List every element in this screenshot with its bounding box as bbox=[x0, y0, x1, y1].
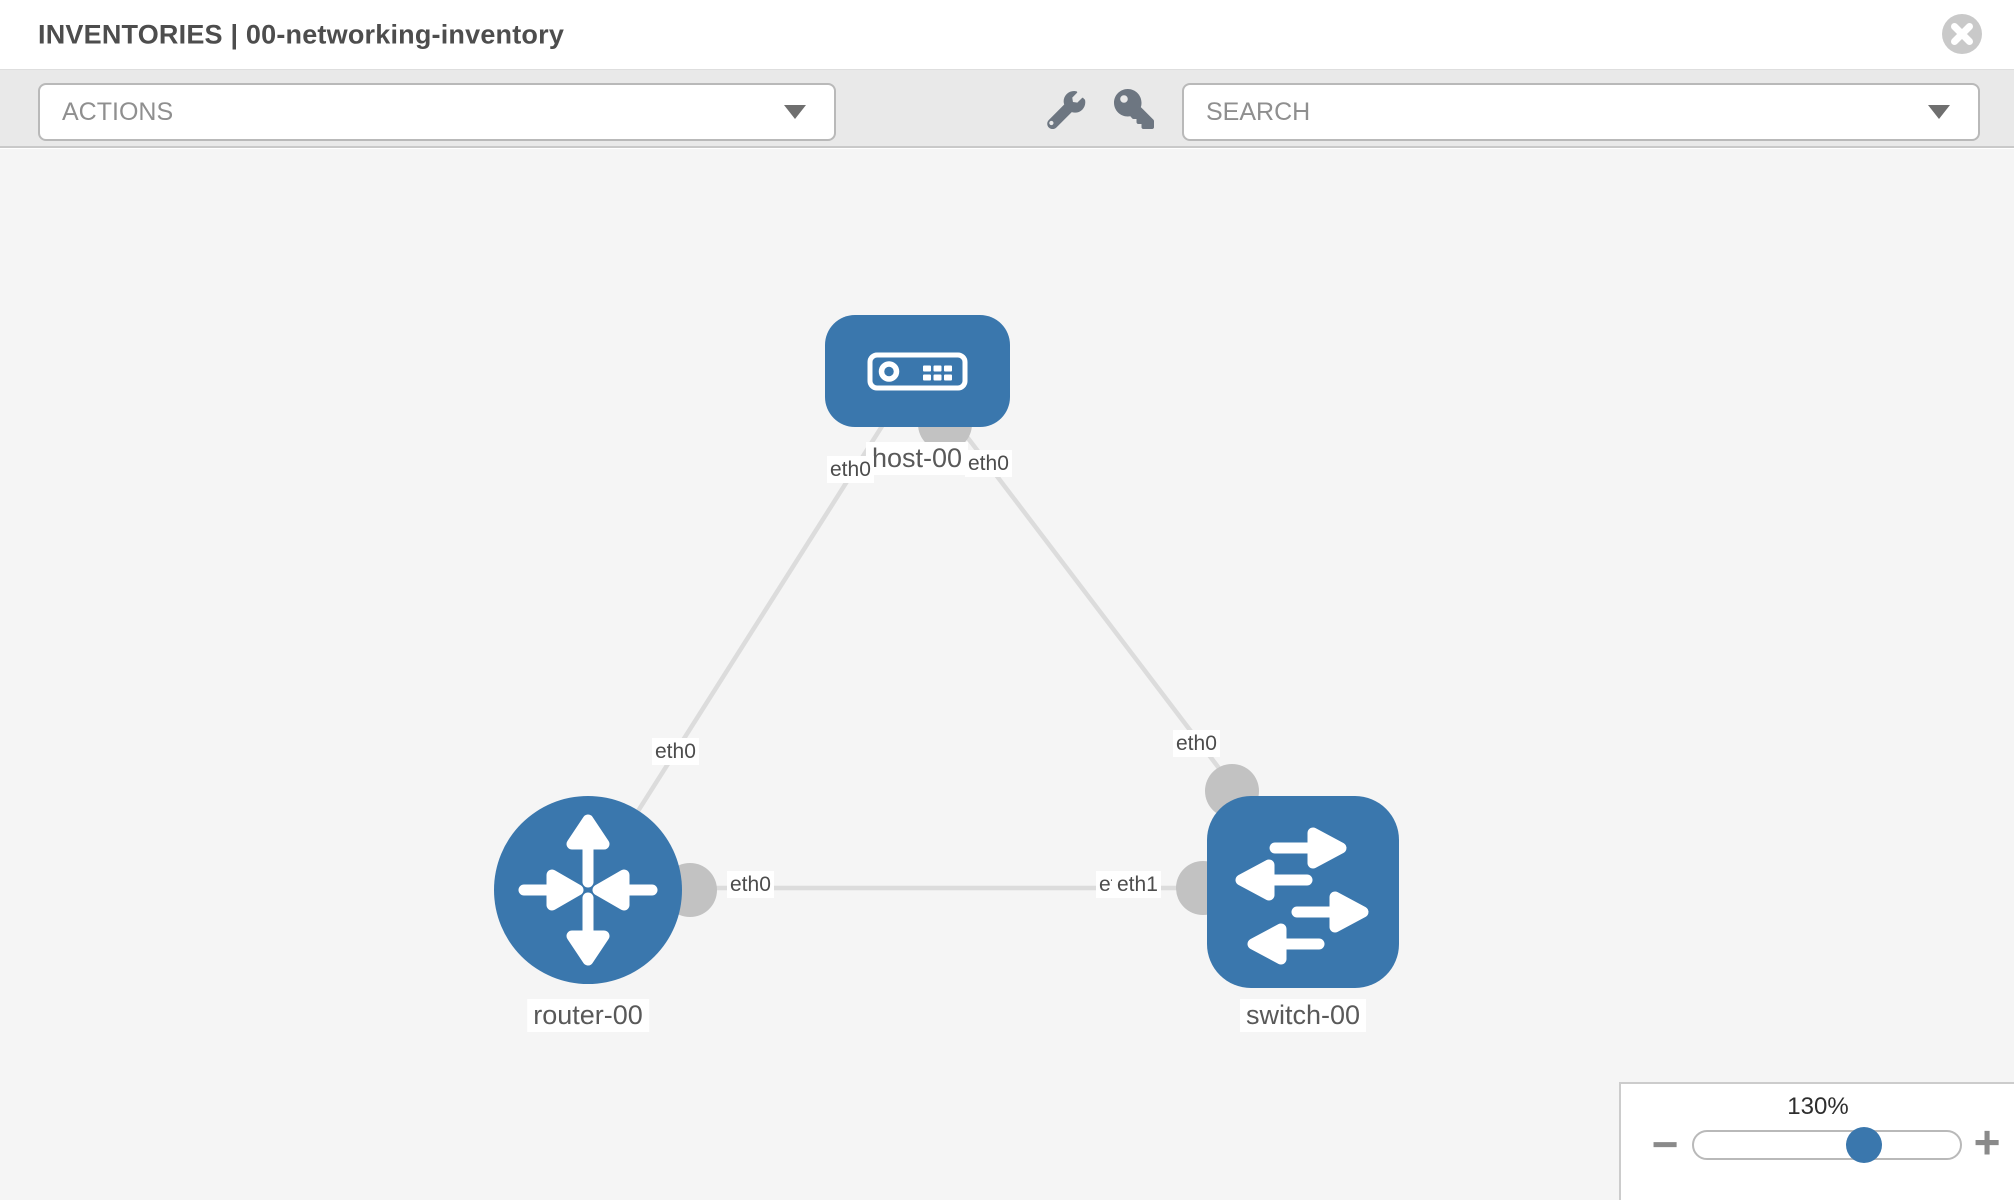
toolbar: ACTIONS SEARCH bbox=[0, 70, 2014, 148]
zoom-slider-track[interactable] bbox=[1692, 1130, 1962, 1160]
node-label-host: host-00 bbox=[865, 442, 969, 476]
key-icon bbox=[1114, 88, 1154, 129]
topology-links-layer bbox=[586, 369, 1303, 917]
zoom-out-button[interactable]: − bbox=[1651, 1118, 1679, 1170]
zoom-level-readout: 130% bbox=[1787, 1093, 1849, 1120]
search-dropdown-label: SEARCH bbox=[1206, 97, 1311, 126]
topology-canvas[interactable]: host-00 router-00 switch-00 eth0 eth0 et… bbox=[0, 149, 2014, 1200]
iface-label-host-eth0-right: eth0 bbox=[965, 450, 1012, 478]
iface-label-host-eth0-left: eth0 bbox=[827, 456, 874, 484]
iface-label-router-eth0: eth0 bbox=[652, 738, 699, 766]
host-icon bbox=[867, 352, 968, 391]
wrench-icon bbox=[1047, 90, 1086, 129]
tools-button[interactable] bbox=[1044, 88, 1088, 132]
node-host-00[interactable] bbox=[825, 315, 1010, 427]
close-button[interactable] bbox=[1940, 12, 1984, 56]
node-label-router: router-00 bbox=[527, 999, 649, 1033]
node-label-switch: switch-00 bbox=[1239, 999, 1367, 1033]
chevron-down-icon bbox=[1928, 105, 1950, 119]
node-switch-00[interactable] bbox=[1207, 796, 1399, 988]
switch-icon bbox=[1235, 827, 1369, 965]
iface-label-switch-eth1: eth1 bbox=[1112, 871, 1161, 899]
router-icon bbox=[518, 814, 658, 966]
zoom-panel: 130% − + bbox=[1619, 1082, 2014, 1200]
zoom-in-button[interactable]: + bbox=[1973, 1116, 2001, 1168]
zoom-slider-thumb[interactable] bbox=[1846, 1127, 1882, 1163]
credentials-button[interactable] bbox=[1112, 88, 1156, 132]
actions-dropdown-label: ACTIONS bbox=[62, 97, 174, 126]
header: INVENTORIES | 00-networking-inventory bbox=[0, 0, 2014, 70]
page-title: INVENTORIES | 00-networking-inventory bbox=[38, 19, 565, 49]
actions-dropdown[interactable]: ACTIONS bbox=[38, 83, 836, 141]
search-dropdown[interactable]: SEARCH bbox=[1182, 83, 1980, 141]
node-router-00[interactable] bbox=[494, 796, 682, 984]
chevron-down-icon bbox=[784, 105, 806, 119]
close-icon bbox=[1942, 14, 1982, 54]
iface-label-router-eth0-horizontal: eth0 bbox=[727, 871, 774, 899]
iface-label-switch-eth0: eth0 bbox=[1173, 730, 1220, 758]
